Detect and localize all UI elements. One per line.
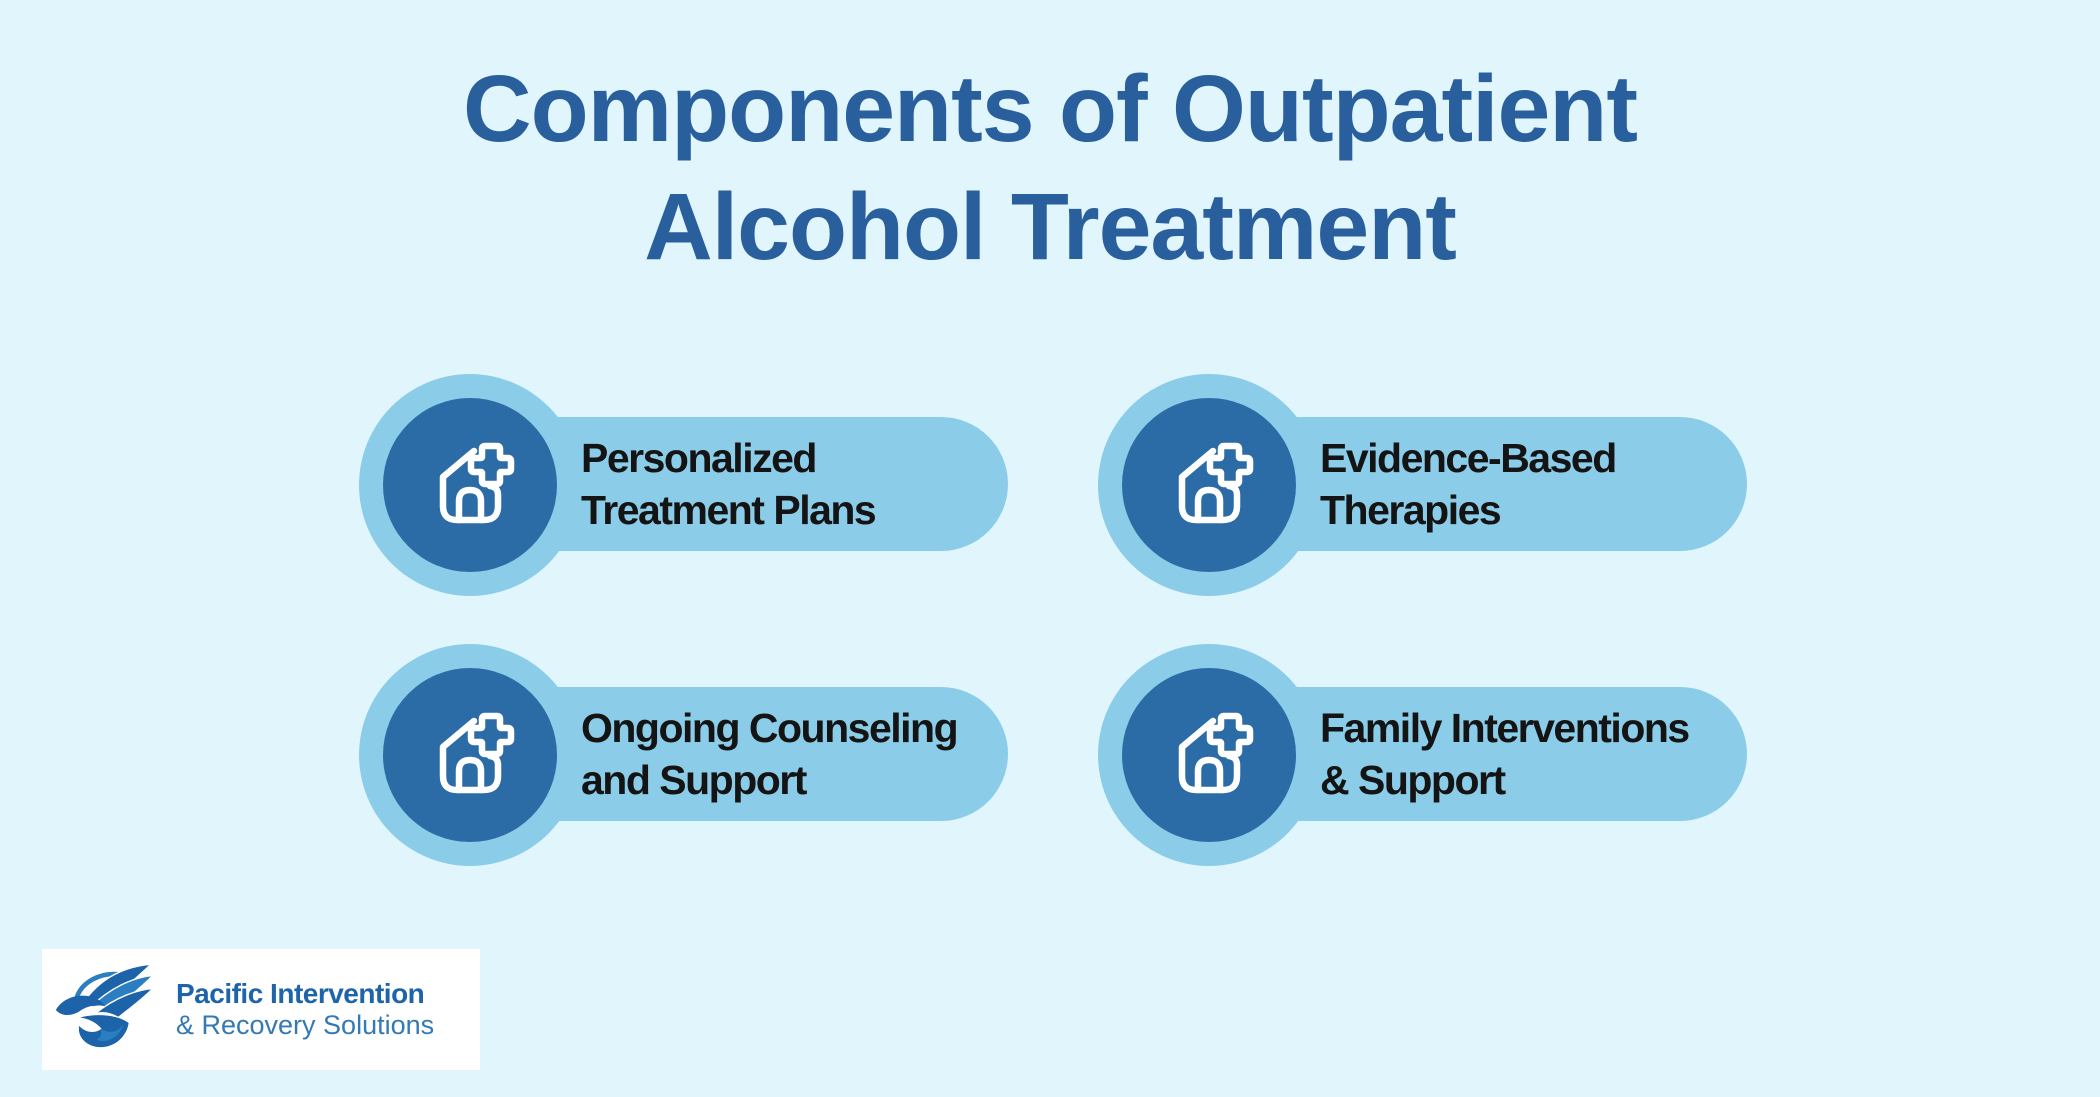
- item-badge-inner-circle: [383, 398, 557, 572]
- logo-text: Pacific Intervention & Recovery Solution…: [176, 978, 434, 1041]
- item-badge-inner-circle: [383, 668, 557, 842]
- page-title-line-1: Components of Outpatient: [463, 56, 1638, 162]
- logo-name-secondary: & Recovery Solutions: [176, 1010, 435, 1040]
- page-title: Components of Outpatient Alcohol Treatme…: [0, 50, 2100, 286]
- item-badge: [359, 374, 581, 596]
- item-label-line-1: Ongoing Counseling: [581, 705, 959, 751]
- item-label-line-1: Evidence-Based: [1320, 435, 1617, 481]
- home-plus-icon: [1178, 442, 1254, 524]
- item-label-line-2: and Support: [581, 757, 807, 803]
- home-plus-icon: [1178, 712, 1254, 794]
- item-badge: [359, 644, 581, 866]
- item-label: Family Interventions & Support: [1320, 687, 1690, 821]
- eagle-logo-icon: [55, 962, 155, 1047]
- logo-panel: Pacific Intervention & Recovery Solution…: [42, 949, 480, 1070]
- item-badge-inner-circle: [1122, 398, 1296, 572]
- item-label: Ongoing Counseling and Support: [581, 687, 959, 821]
- logo-name-primary: Pacific Intervention: [176, 978, 425, 1009]
- home-plus-icon: [439, 442, 515, 524]
- item-badge: [1098, 644, 1320, 866]
- item-label: Personalized Treatment Plans: [581, 417, 877, 551]
- item-label-line-2: Treatment Plans: [581, 487, 877, 533]
- item-label-line-2: Therapies: [1320, 487, 1502, 533]
- home-plus-icon: [439, 712, 515, 794]
- page-title-line-2: Alcohol Treatment: [644, 174, 1457, 280]
- item-badge: [1098, 374, 1320, 596]
- item-label-line-1: Personalized: [581, 435, 817, 481]
- item-label-line-2: & Support: [1320, 757, 1506, 803]
- item-badge-inner-circle: [1122, 668, 1296, 842]
- item-label-line-1: Family Interventions: [1320, 705, 1690, 751]
- item-label: Evidence-Based Therapies: [1320, 417, 1617, 551]
